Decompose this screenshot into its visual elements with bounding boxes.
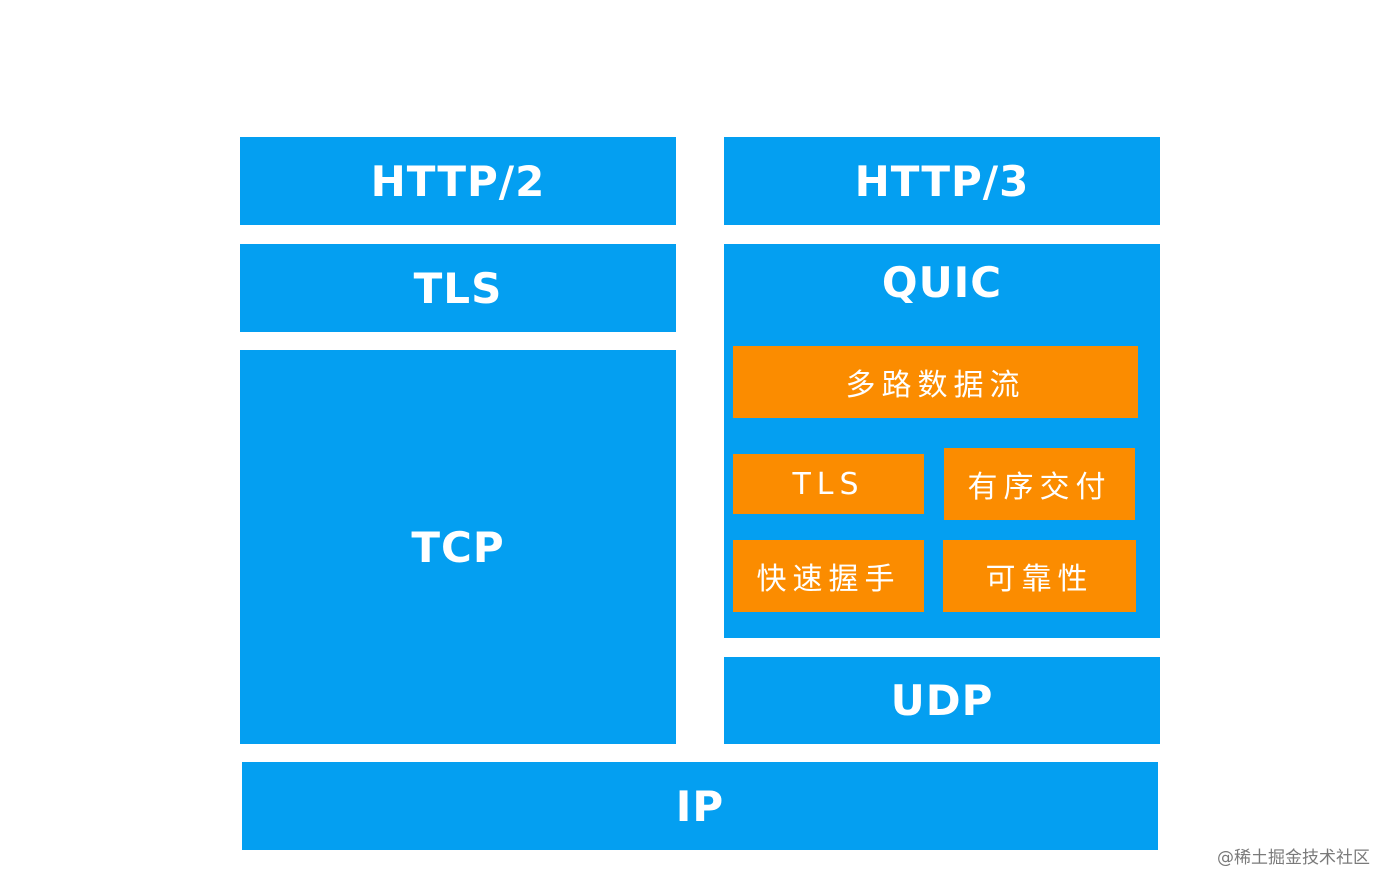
watermark: @稀土掘金技术社区 (1217, 848, 1370, 868)
ordered-delivery-box: 有序交付 (944, 448, 1135, 520)
http2-label: HTTP/2 (370, 156, 546, 206)
tcp-label: TCP (411, 522, 505, 572)
http3-label: HTTP/3 (854, 156, 1030, 206)
quic-tls-box: TLS (733, 454, 924, 514)
http3-layer: HTTP/3 (724, 137, 1160, 225)
quic-tls-label: TLS (792, 466, 865, 502)
udp-label: UDP (890, 676, 994, 725)
tcp-layer: TCP (240, 350, 676, 744)
tls-label: TLS (413, 263, 503, 313)
multiplex-streams-label: 多路数据流 (845, 368, 1026, 403)
fast-handshake-box: 快速握手 (733, 540, 924, 612)
reliability-label: 可靠性 (985, 562, 1094, 597)
udp-layer: UDP (724, 657, 1160, 744)
multiplex-streams-box: 多路数据流 (733, 346, 1138, 418)
fast-handshake-label: 快速握手 (756, 562, 901, 597)
ip-label: IP (675, 781, 725, 831)
http2-layer: HTTP/2 (240, 137, 676, 225)
quic-label: QUIC (881, 258, 1003, 307)
tls-layer: TLS (240, 244, 676, 332)
ip-layer: IP (242, 762, 1158, 850)
ordered-delivery-label: 有序交付 (967, 470, 1112, 505)
reliability-box: 可靠性 (943, 540, 1136, 612)
